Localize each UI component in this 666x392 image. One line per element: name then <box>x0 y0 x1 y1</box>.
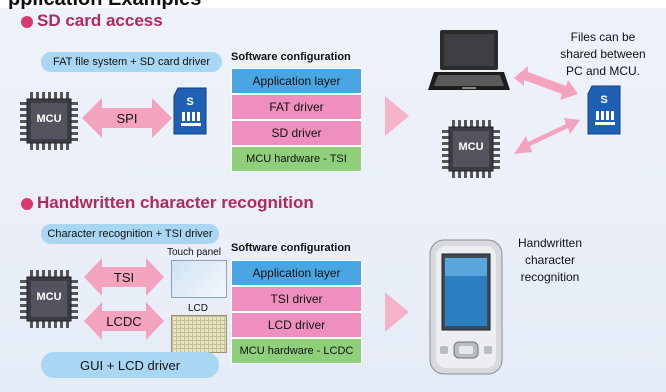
gui-lcd-driver-pill: GUI + LCD driver <box>41 352 219 378</box>
mcu-label: MCU <box>36 113 62 125</box>
sd-layer-fat-driver: FAT driver <box>231 94 362 120</box>
sd-note-line-3: PC and MCU. <box>565 64 641 78</box>
touch-panel-label: Touch panel <box>167 247 221 258</box>
pda-icon <box>429 239 503 375</box>
fat-driver-pill: FAT file system + SD card driver <box>41 52 222 72</box>
sd-note-line-2: shared between <box>560 47 646 61</box>
hw-note-line-1: Handwritten <box>517 236 583 250</box>
tsi-label: TSI <box>113 269 135 285</box>
hw-software-stack: Application layer TSI driver LCD driver … <box>231 260 362 364</box>
lcdc-double-arrow <box>84 302 164 340</box>
sd-flow-arrow <box>385 96 409 136</box>
mcu-chip-icon-3 <box>20 270 78 328</box>
touch-panel-image <box>171 260 227 298</box>
laptop-icon <box>428 30 510 90</box>
lcdc-label: LCDC <box>106 313 142 329</box>
hw-sw-config-title: Software configuration <box>231 242 351 254</box>
mcu-chip-icon <box>20 92 78 150</box>
mcu-label-2: MCU <box>458 141 484 153</box>
sd-note-line-1: Files can be <box>570 30 636 44</box>
hw-layer-tsi-driver: TSI driver <box>231 286 362 312</box>
section-bullet <box>21 16 33 28</box>
mcu-label-3: MCU <box>36 291 62 303</box>
sd-sw-config-title: Software configuration <box>231 51 351 63</box>
top-strip <box>0 0 666 8</box>
lcd-image <box>171 315 227 353</box>
svg-text:S: S <box>186 96 193 108</box>
hw-layer-mcu-hardware: MCU hardware - LCDC <box>231 338 362 364</box>
char-recognition-pill: Character recognition + TSI driver <box>41 224 219 244</box>
hw-note: Handwritten character recognition <box>502 235 598 286</box>
mcu-chip-icon-2 <box>442 120 500 178</box>
share-arrows <box>514 66 580 154</box>
sd-software-stack: Application layer FAT driver SD driver M… <box>231 68 362 172</box>
hw-section-title: Handwritten character recognition <box>37 193 314 212</box>
lcd-label: LCD <box>188 303 209 314</box>
cut-off-heading: pplication Examples <box>8 0 201 11</box>
sd-layer-sd-driver: SD driver <box>231 120 362 146</box>
hw-note-line-2: character <box>524 253 576 267</box>
sd-section-title: SD card access <box>37 11 163 30</box>
spi-label: SPI <box>116 110 138 126</box>
hw-flow-arrow <box>385 292 409 332</box>
sd-card-icon: S <box>173 87 207 135</box>
sd-layer-mcu-hardware: MCU hardware - TSI <box>231 146 362 172</box>
section-bullet-2 <box>21 198 33 210</box>
sd-layer-application: Application layer <box>231 68 362 94</box>
hw-layer-application: Application layer <box>231 260 362 286</box>
hw-note-line-3: recognition <box>520 270 580 284</box>
svg-text:S: S <box>600 94 607 106</box>
sd-card-icon-2: S <box>587 85 621 135</box>
sd-share-note: Files can be shared between PC and MCU. <box>544 29 662 80</box>
hw-layer-lcd-driver: LCD driver <box>231 312 362 338</box>
spi-double-arrow <box>82 98 172 138</box>
tsi-double-arrow <box>84 258 164 296</box>
